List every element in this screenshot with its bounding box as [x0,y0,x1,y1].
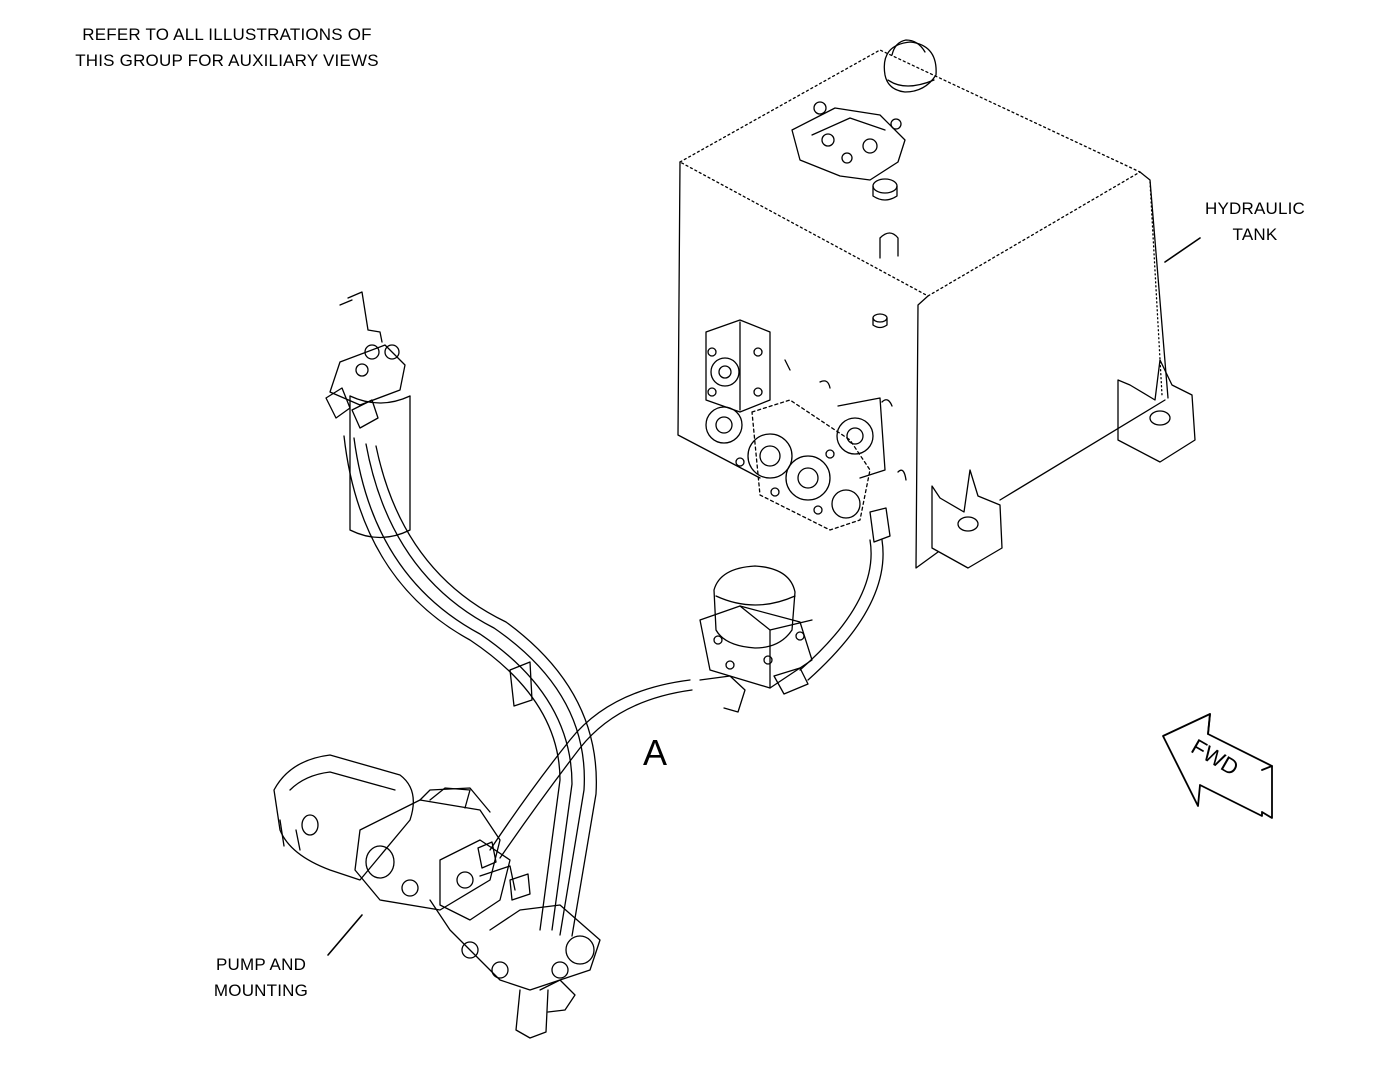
valve-block-upper [705,319,771,413]
pump-and-mounting [273,754,601,1039]
general-note: REFER TO ALL ILLUSTRATIONS OF THIS GROUP… [22,22,432,74]
fwd-arrow-label: FWD [1187,734,1243,781]
filter-canister [325,291,411,539]
pump-leader-line [327,914,363,956]
fwd-arrow [1162,713,1273,819]
pump-callout: PUMP AND MOUNTING [196,952,326,1004]
accumulator-valve [699,565,813,713]
tank-leader-line [1164,237,1201,263]
general-note-line-2: THIS GROUP FOR AUXILIARY VIEWS [75,51,379,70]
general-note-line-1: REFER TO ALL ILLUSTRATIONS OF [82,25,372,44]
hydraulic-tank-callout-line-2: TANK [1232,225,1278,244]
hydraulic-tank [677,39,1196,569]
filler-cap [883,39,937,93]
pump-callout-line-1: PUMP AND [215,955,307,974]
hydraulic-tank-callout-line-1: HYDRAULIC [1204,199,1306,218]
view-a-label: A [643,732,668,773]
pump-callout-line-2: MOUNTING [213,981,309,1000]
mount-bracket-rear [1117,359,1196,463]
mount-bracket-front [931,469,1003,569]
hydraulic-tank-callout: HYDRAULIC TANK [1180,196,1330,248]
tank-plug [872,178,898,201]
breather-assembly [791,101,906,181]
filter-heads [705,397,886,531]
hoses [343,435,891,937]
